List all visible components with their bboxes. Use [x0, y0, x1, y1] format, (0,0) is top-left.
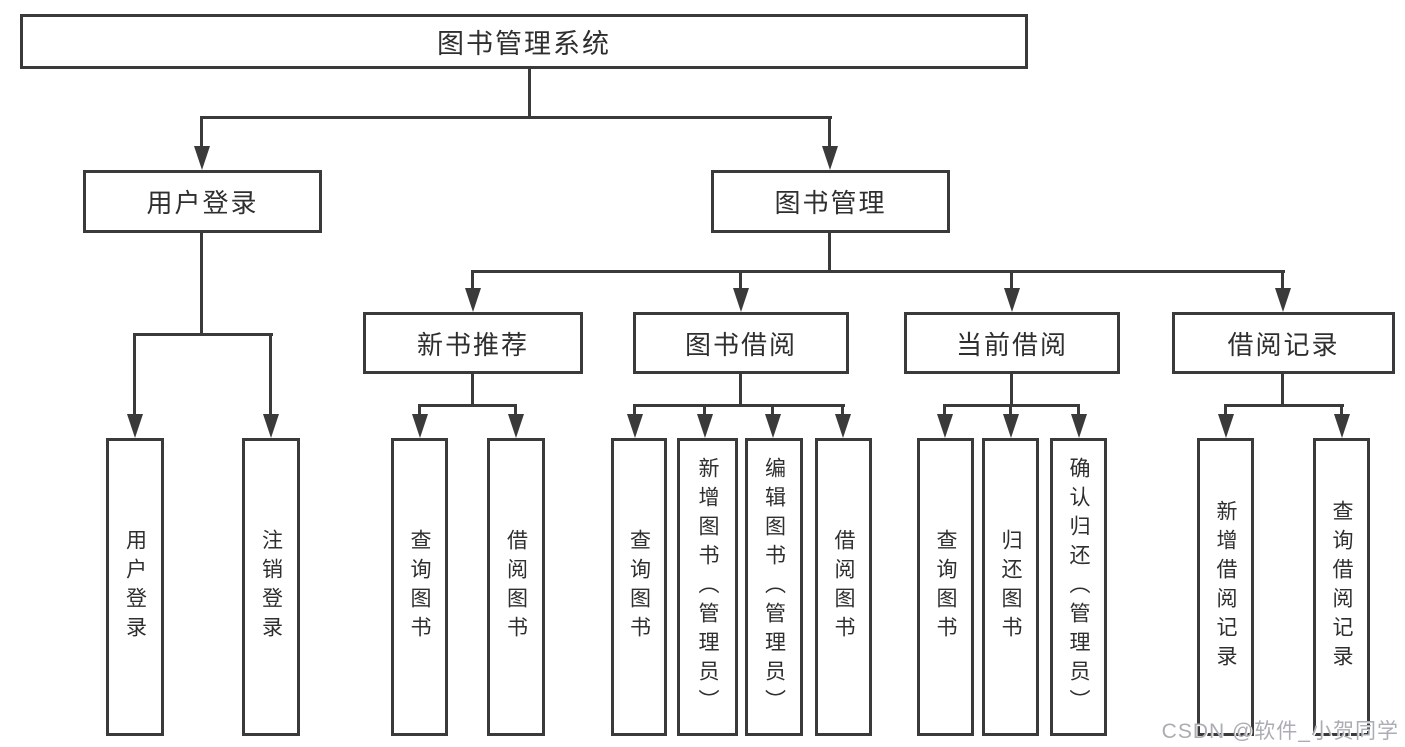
leaf-newbook-query-label: 查询图书 — [408, 529, 431, 645]
leaf-borrow-query: 查询图书 — [611, 438, 667, 736]
connector-current-trunk — [1010, 374, 1013, 406]
arrowhead-icon — [1003, 414, 1019, 438]
leaf-return-book: 归还图书 — [982, 438, 1039, 736]
arrowhead-icon — [835, 414, 851, 438]
leaf-add-book-admin: 新增图书（管理员） — [677, 438, 738, 736]
connector-current-horizontal — [943, 404, 1080, 407]
arrowhead-icon — [937, 414, 953, 438]
leaf-newbook-borrow-label: 借阅图书 — [504, 529, 528, 645]
csdn-watermark: CSDN @软件_小贺同学 — [1161, 720, 1399, 743]
arrowhead-icon — [1004, 288, 1020, 312]
arrowhead-icon — [765, 414, 781, 438]
leaf-add-borrow-record: 新增借阅记录 — [1197, 438, 1254, 736]
node-borrow-record-label: 借阅记录 — [1227, 329, 1340, 360]
node-book-borrow-label: 图书借阅 — [684, 329, 797, 360]
leaf-newbook-query: 查询图书 — [391, 438, 448, 736]
connector-drop-l3 — [471, 272, 474, 292]
node-new-book-recommend-label: 新书推荐 — [416, 329, 529, 360]
arrowhead-icon — [263, 414, 279, 438]
node-user-login: 用户登录 — [83, 170, 322, 233]
leaf-current-query-label: 查询图书 — [934, 529, 957, 645]
node-root: 图书管理系统 — [20, 14, 1028, 69]
leaf-borrow-query-label: 查询图书 — [627, 529, 651, 645]
connector-root-trunk — [528, 69, 531, 118]
node-book-management: 图书管理 — [711, 170, 950, 233]
arrowhead-icon — [1334, 414, 1350, 438]
leaf-query-borrow-record-label: 查询借阅记录 — [1330, 500, 1353, 674]
leaf-return-book-label: 归还图书 — [999, 529, 1022, 645]
connector-drop-l3 — [1281, 272, 1284, 292]
arrowhead-icon — [697, 414, 713, 438]
connector-drop-l3 — [1010, 272, 1013, 292]
node-root-label: 图书管理系统 — [437, 29, 611, 59]
connector-newbook-trunk — [471, 374, 474, 406]
arrowhead-icon — [194, 146, 210, 170]
arrowhead-icon — [1218, 414, 1234, 438]
connector-bookmgmt-horizontal — [471, 270, 1285, 273]
arrowhead-icon — [1275, 288, 1291, 312]
leaf-borrow-book-label: 借阅图书 — [832, 529, 855, 645]
arrowhead-icon — [127, 414, 143, 438]
node-current-borrow: 当前借阅 — [904, 312, 1120, 374]
leaf-add-book-admin-label: 新增图书（管理员） — [696, 456, 719, 718]
leaf-add-borrow-record-label: 新增借阅记录 — [1214, 500, 1237, 674]
leaf-edit-book-admin-label: 编辑图书（管理员） — [762, 456, 786, 718]
arrowhead-icon — [627, 414, 643, 438]
connector-record-horizontal — [1224, 404, 1344, 407]
arrowhead-icon — [1071, 414, 1087, 438]
connector-newbook-horizontal — [418, 404, 517, 407]
node-current-borrow-label: 当前借阅 — [955, 329, 1068, 360]
leaf-borrow-book: 借阅图书 — [815, 438, 872, 736]
leaf-newbook-borrow: 借阅图书 — [487, 438, 545, 736]
connector-userlogin-horizontal — [133, 333, 273, 336]
node-user-login-label: 用户登录 — [146, 188, 259, 218]
leaf-confirm-return-admin: 确认归还（管理员） — [1050, 438, 1107, 736]
connector-userlogin-trunk — [200, 233, 203, 335]
leaf-user-login: 用户登录 — [106, 438, 164, 736]
connector-borrow-horizontal — [633, 404, 845, 407]
connector-drop-l3 — [739, 272, 742, 292]
node-book-borrow: 图书借阅 — [633, 312, 849, 374]
leaf-logout: 注销登录 — [242, 438, 300, 736]
connector-root-horizontal — [200, 116, 832, 119]
leaf-confirm-return-admin-label: 确认归还（管理员） — [1067, 456, 1090, 718]
arrowhead-icon — [412, 414, 428, 438]
leaf-user-login-label: 用户登录 — [123, 529, 147, 645]
node-book-management-label: 图书管理 — [774, 188, 887, 218]
connector-record-trunk — [1281, 374, 1284, 406]
connector-drop-user-login — [200, 118, 203, 158]
arrowhead-icon — [733, 288, 749, 312]
leaf-current-query: 查询图书 — [917, 438, 974, 736]
connector-drop-book-management — [828, 118, 831, 158]
connector-borrow-trunk — [739, 374, 742, 406]
leaf-query-borrow-record: 查询借阅记录 — [1313, 438, 1370, 736]
arrowhead-icon — [822, 146, 838, 170]
connector-bookmgmt-trunk — [828, 233, 831, 272]
arrowhead-icon — [508, 414, 524, 438]
node-borrow-record: 借阅记录 — [1172, 312, 1395, 374]
arrowhead-icon — [465, 288, 481, 312]
connector-drop-leaf — [269, 335, 272, 426]
leaf-edit-book-admin: 编辑图书（管理员） — [745, 438, 803, 736]
leaf-logout-label: 注销登录 — [259, 529, 283, 645]
node-new-book-recommend: 新书推荐 — [363, 312, 583, 374]
connector-drop-leaf — [133, 335, 136, 426]
